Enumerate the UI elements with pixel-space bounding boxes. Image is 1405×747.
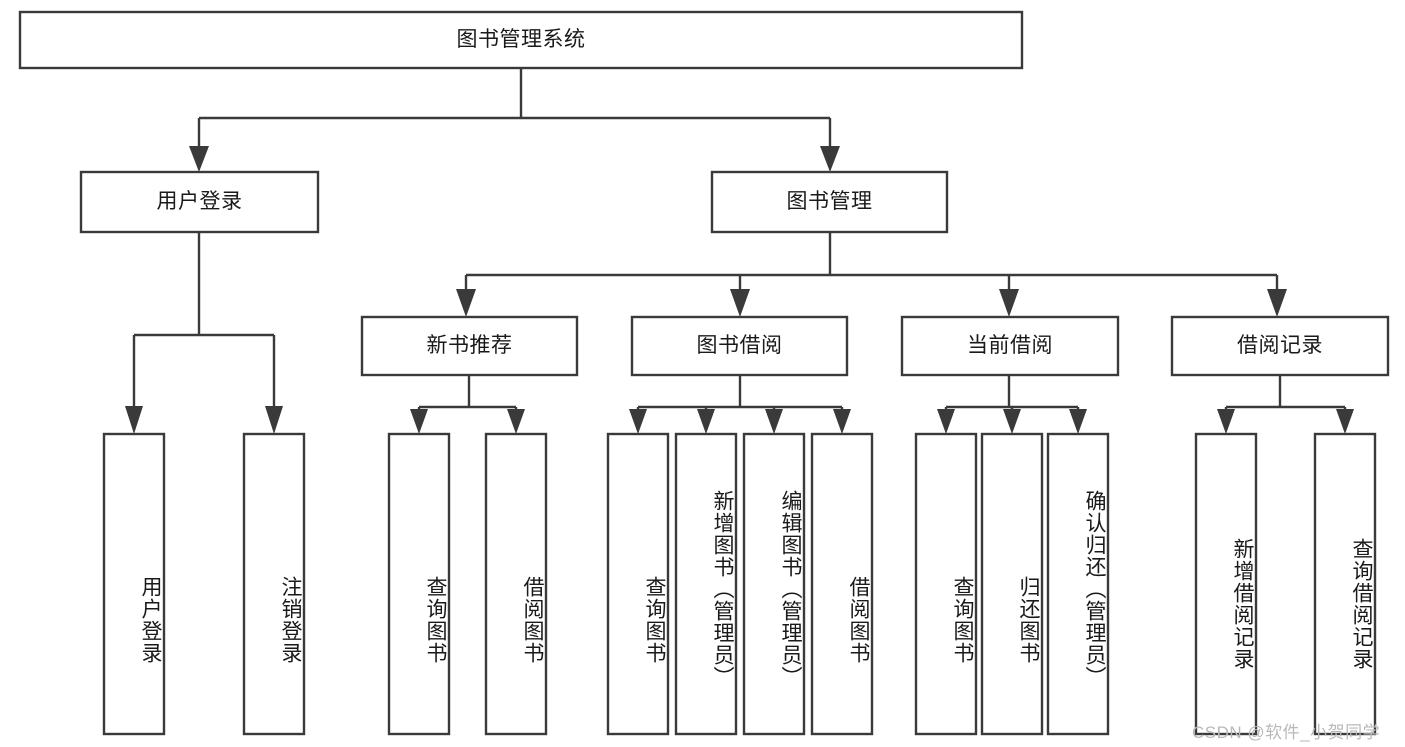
node-leaf-query-book-current-box[interactable] (914, 432, 978, 736)
arrowhead-user-login-leaf-1 (125, 406, 143, 434)
node-root-box[interactable] (18, 10, 1024, 70)
node-leaf-query-book-borrow-box[interactable] (606, 432, 670, 736)
arrowhead-bb-leaf-2 (697, 409, 715, 434)
node-new-book-recommend-box[interactable] (360, 315, 579, 377)
arrowhead-bm-to-current-borrow (999, 289, 1019, 317)
arrowhead-bb-leaf-4 (833, 409, 851, 434)
arrowhead-nbr-leaf-2 (507, 409, 525, 434)
node-user-login-box[interactable] (79, 170, 320, 234)
node-leaf-query-borrow-record-box[interactable] (1313, 432, 1377, 736)
arrowhead-cb-leaf-3 (1069, 409, 1087, 434)
node-leaf-user-login-box[interactable] (102, 432, 166, 736)
arrowhead-cb-leaf-1 (937, 409, 955, 434)
arrowhead-bm-to-borrow-record (1267, 289, 1287, 317)
arrowhead-root-to-user-login (189, 146, 209, 172)
node-leaf-return-book-box[interactable] (980, 432, 1044, 736)
arrowhead-bb-leaf-3 (765, 409, 783, 434)
node-book-management-box[interactable] (710, 170, 949, 234)
node-leaf-borrow-book-rec-box[interactable] (484, 432, 548, 736)
arrowhead-nbr-leaf-1 (410, 409, 428, 434)
node-book-borrow-box[interactable] (630, 315, 849, 377)
arrowhead-bm-to-new-book-recommend (456, 289, 476, 317)
node-leaf-logout-box[interactable] (242, 432, 306, 736)
arrowhead-br-leaf-2 (1336, 409, 1354, 434)
node-leaf-add-borrow-record-box[interactable] (1194, 432, 1258, 736)
node-leaf-add-book-admin-box[interactable] (674, 432, 738, 736)
arrowhead-root-to-book-management (820, 146, 840, 172)
arrowhead-cb-leaf-2 (1003, 409, 1021, 434)
arrowhead-user-login-leaf-2 (265, 406, 283, 434)
node-leaf-confirm-return-admin-box[interactable] (1046, 432, 1110, 736)
arrowhead-bb-leaf-1 (629, 409, 647, 434)
node-current-borrow-box[interactable] (900, 315, 1120, 377)
node-leaf-borrow-book-box[interactable] (810, 432, 874, 736)
node-leaf-edit-book-admin-box[interactable] (742, 432, 806, 736)
arrowhead-br-leaf-1 (1217, 409, 1235, 434)
arrowhead-bm-to-book-borrow (730, 289, 750, 317)
node-borrow-record-box[interactable] (1170, 315, 1390, 377)
csdn-watermark: CSDN @软件_小贺同学 (1192, 723, 1381, 742)
node-leaf-query-book-rec-box[interactable] (387, 432, 451, 736)
